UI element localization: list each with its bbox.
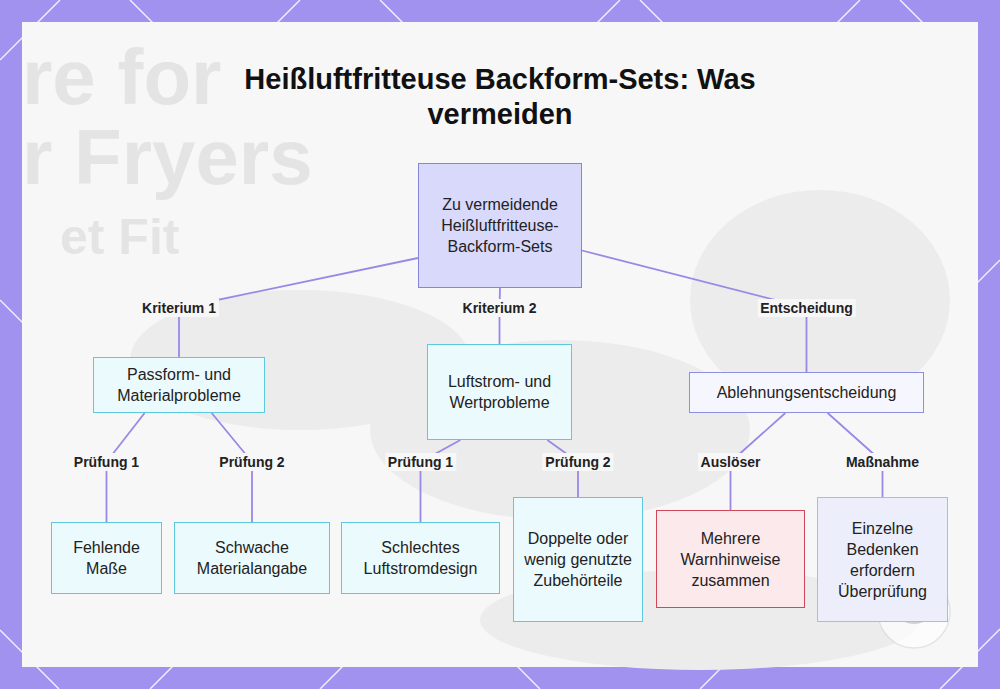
criterion-box: Luftstrom- und Wertprobleme [427,344,572,440]
watermark-text: r Fryers [22,118,313,196]
panel [22,22,978,667]
node-text: Passform- und Materialprobleme [100,364,258,406]
check-box: Doppelte oder wenig genutzte Zubehörteil… [513,497,643,622]
criterion-box: Passform- und Materialprobleme [93,357,265,413]
action-box: Einzelne Bedenken erfordern Überprüfung [817,497,948,622]
watermark-text: et Fit [60,212,179,262]
check-box: Schwache Materialangabe [174,522,330,594]
node-text: Fehlende Maße [58,537,155,579]
node-text: Doppelte oder wenig genutzte Zubehörteil… [520,528,636,591]
edge-label: Maßnahme [843,453,922,471]
edge-label: Prüfung 2 [542,453,613,471]
decision-box: Ablehnungsentscheidung [689,372,924,413]
watermark-text: re for [22,38,221,116]
check-box: Fehlende Maße [51,522,162,594]
node-text: Zu vermeidende Heißluftfritteuse-Backfor… [425,194,575,257]
edge-label: Prüfung 1 [385,453,456,471]
check-box: Schlechtes Luftstromdesign [341,522,500,594]
node-text: Einzelne Bedenken erfordern Überprüfung [824,518,941,602]
edge-label: Kriterium 1 [139,299,219,317]
edge-label: Prüfung 2 [216,453,287,471]
edge-label: Kriterium 2 [460,299,540,317]
edge-label: Entscheidung [757,299,856,317]
node-text: Luftstrom- und Wertprobleme [434,371,565,413]
edge-label: Prüfung 1 [71,453,142,471]
root-box: Zu vermeidende Heißluftfritteuse-Backfor… [418,163,582,288]
trigger-box: Mehrere Warnhinweise zusammen [656,510,805,608]
node-text: Schwache Materialangabe [181,537,323,579]
edge-label: Auslöser [698,453,764,471]
node-text: Mehrere Warnhinweise zusammen [663,528,798,591]
diagram-title: Heißluftfritteuse Backform-Sets: Was ver… [200,62,800,132]
node-text: Ablehnungsentscheidung [717,382,897,403]
node-text: Schlechtes Luftstromdesign [348,537,493,579]
